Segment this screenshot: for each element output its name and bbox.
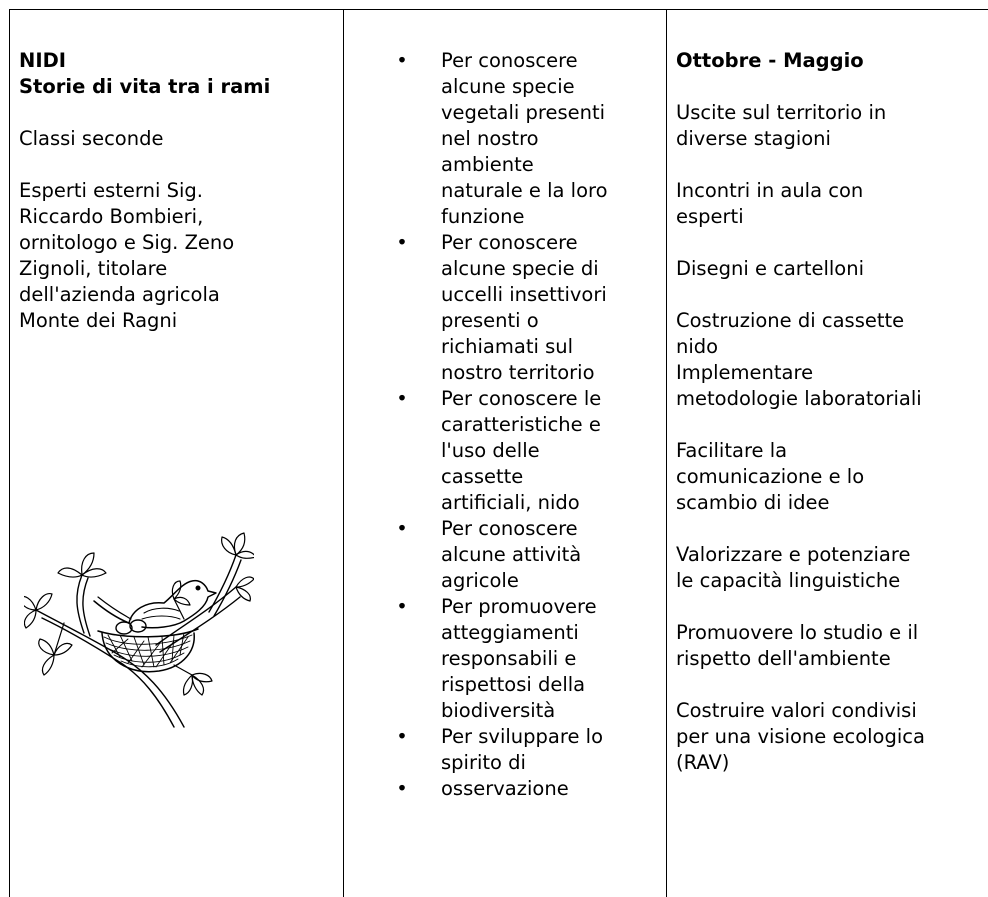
activity-line: Uscite sul territorio in bbox=[676, 101, 887, 124]
activity-line: Valorizzare e potenziare bbox=[676, 543, 911, 566]
objective-line: atteggiamenti bbox=[441, 621, 579, 644]
objective-item: • Per conoscere alcune attività agricole bbox=[396, 516, 661, 594]
project-cell: NIDI Storie di vita tra i rami Classi se… bbox=[19, 48, 337, 334]
experts-line: Riccardo Bombieri, bbox=[19, 205, 204, 228]
objective-line: Per conoscere bbox=[441, 231, 578, 254]
objective-line: naturale e la loro bbox=[441, 179, 608, 202]
objective-line: uccelli insettivori bbox=[441, 283, 607, 306]
bullet-icon: • bbox=[396, 777, 408, 800]
objective-item: • Per sviluppare lo spirito di bbox=[396, 724, 661, 776]
activity-line: le capacità linguistiche bbox=[676, 569, 901, 592]
activity-line: scambio di idee bbox=[676, 491, 830, 514]
bullet-icon: • bbox=[396, 49, 408, 72]
objective-line: cassette bbox=[441, 465, 524, 488]
activity-line: metodologie laboratoriali bbox=[676, 387, 922, 410]
experts-line: Monte dei Ragni bbox=[19, 309, 178, 332]
objective-item: • Per promuovere atteggiamenti responsab… bbox=[396, 594, 661, 724]
objective-line: alcune specie di bbox=[441, 257, 599, 280]
objective-line: vegetali presenti bbox=[441, 101, 606, 124]
column-divider-1 bbox=[343, 9, 344, 897]
objective-line: l'uso delle bbox=[441, 439, 540, 462]
objective-line: Per conoscere le bbox=[441, 387, 602, 410]
activity-line: Costruzione di cassette bbox=[676, 309, 905, 332]
objective-item: • Per conoscere alcune specie vegetali p… bbox=[396, 48, 661, 230]
bullet-icon: • bbox=[396, 725, 408, 748]
activity-line: Costruire valori condivisi bbox=[676, 699, 917, 722]
objective-line: ambiente bbox=[441, 153, 534, 176]
project-title-line-2: Storie di vita tra i rami bbox=[19, 75, 271, 98]
activity-line: Implementare bbox=[676, 361, 814, 384]
objective-item: • osservazione bbox=[396, 776, 661, 802]
objective-line: presenti o bbox=[441, 309, 539, 332]
objective-line: osservazione bbox=[441, 777, 569, 800]
bullet-icon: • bbox=[396, 517, 408, 540]
table-left-border bbox=[9, 9, 10, 897]
table-top-border bbox=[9, 9, 988, 10]
activity-line: nido bbox=[676, 335, 719, 358]
activity-line: per una visione ecologica bbox=[676, 725, 925, 748]
bird-nest-illustration bbox=[24, 532, 254, 728]
activity-line: Facilitare la bbox=[676, 439, 788, 462]
period-title: Ottobre - Maggio bbox=[676, 49, 864, 72]
bullet-icon: • bbox=[396, 387, 408, 410]
objective-line: caratteristiche e bbox=[441, 413, 601, 436]
objective-line: Per conoscere bbox=[441, 49, 578, 72]
objective-line: alcune attività bbox=[441, 543, 582, 566]
activities-cell: Ottobre - Maggio Uscite sul territorio i… bbox=[676, 48, 986, 776]
experts-line: Zignoli, titolare bbox=[19, 257, 168, 280]
activity-line: comunicazione e lo bbox=[676, 465, 865, 488]
experts-line: ornitologo e Sig. Zeno bbox=[19, 231, 235, 254]
bullet-icon: • bbox=[396, 595, 408, 618]
bullet-icon: • bbox=[396, 231, 408, 254]
activity-line: Disegni e cartelloni bbox=[676, 257, 865, 280]
objective-line: biodiversità bbox=[441, 699, 556, 722]
objective-line: artificiali, nido bbox=[441, 491, 580, 514]
experts-line: dell'azienda agricola bbox=[19, 283, 220, 306]
classes-text: Classi seconde bbox=[19, 127, 164, 150]
project-title-line-1: NIDI bbox=[19, 49, 67, 72]
objectives-cell: • Per conoscere alcune specie vegetali p… bbox=[396, 48, 661, 802]
objective-item: • Per conoscere alcune specie di uccelli… bbox=[396, 230, 661, 386]
experts-line: Esperti esterni Sig. bbox=[19, 179, 203, 202]
objective-line: Per sviluppare lo bbox=[441, 725, 604, 748]
objectives-list: • Per conoscere alcune specie vegetali p… bbox=[396, 48, 661, 802]
activity-line: Promuovere lo studio e il bbox=[676, 621, 919, 644]
objective-line: Per conoscere bbox=[441, 517, 578, 540]
activity-line: rispetto dell'ambiente bbox=[676, 647, 891, 670]
objective-line: Per promuovere bbox=[441, 595, 597, 618]
objective-line: agricole bbox=[441, 569, 519, 592]
objective-line: richiamati sul bbox=[441, 335, 574, 358]
activity-line: esperti bbox=[676, 205, 744, 228]
activity-line: (RAV) bbox=[676, 751, 730, 774]
objective-line: nostro territorio bbox=[441, 361, 595, 384]
objective-line: spirito di bbox=[441, 751, 526, 774]
activity-line: diverse stagioni bbox=[676, 127, 831, 150]
objective-item: • Per conoscere le caratteristiche e l'u… bbox=[396, 386, 661, 516]
activity-line: Incontri in aula con bbox=[676, 179, 864, 202]
objective-line: funzione bbox=[441, 205, 525, 228]
objective-line: responsabili e bbox=[441, 647, 577, 670]
column-divider-2 bbox=[666, 9, 667, 897]
objective-line: rispettosi della bbox=[441, 673, 586, 696]
objective-line: nel nostro bbox=[441, 127, 539, 150]
objective-line: alcune specie bbox=[441, 75, 575, 98]
